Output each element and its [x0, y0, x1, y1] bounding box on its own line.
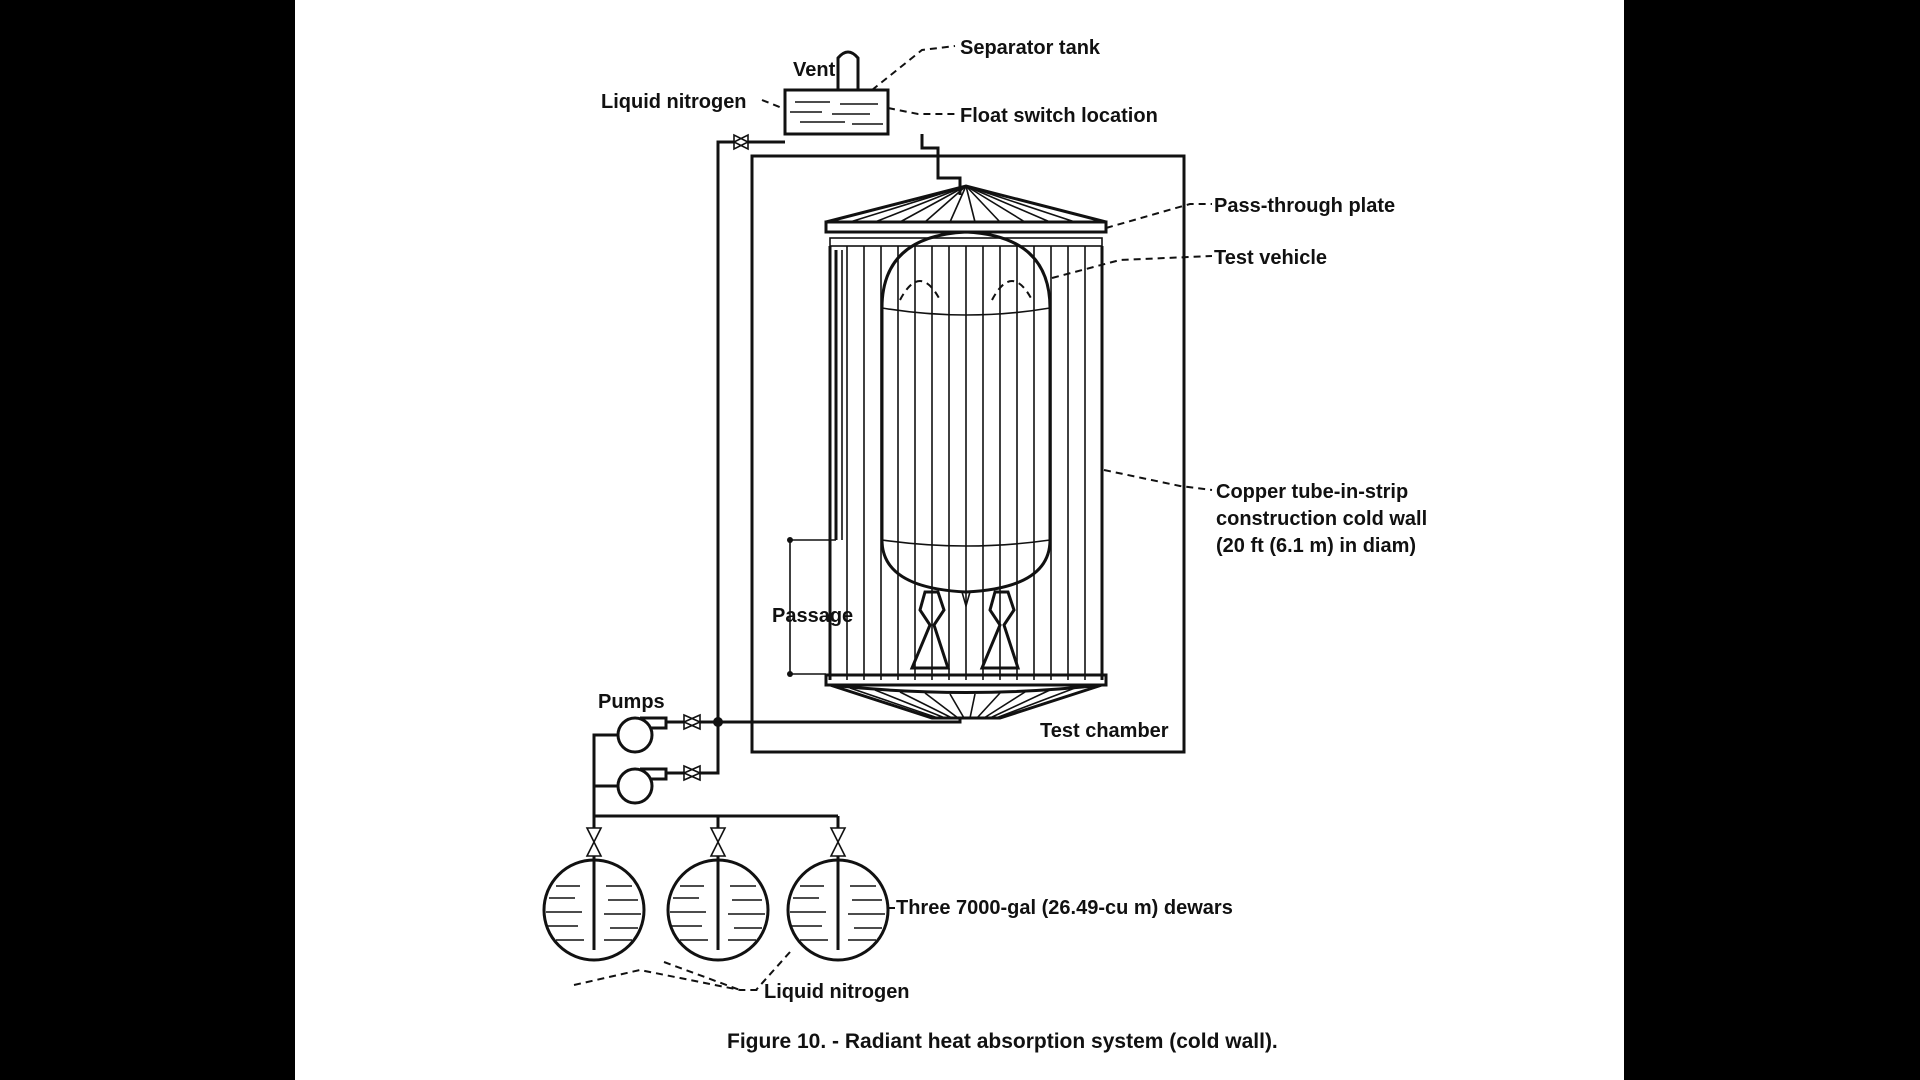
label-dewars: Three 7000-gal (26.49-cu m) dewars — [896, 897, 1233, 919]
dewar-3 — [786, 856, 890, 962]
label-vent: Vent — [793, 59, 836, 81]
label-cold-wall-3: (20 ft (6.1 m) in diam) — [1216, 535, 1416, 557]
dewar-1 — [542, 856, 646, 962]
label-passage: Passage — [772, 605, 853, 627]
dewar-2 — [666, 856, 770, 962]
label-test-chamber: Test chamber — [1040, 720, 1169, 742]
label-pass-through-plate: Pass-through plate — [1214, 195, 1395, 217]
label-test-vehicle: Test vehicle — [1214, 247, 1327, 269]
vent-pipe — [836, 50, 860, 90]
figure-caption: Figure 10. - Radiant heat absorption sys… — [727, 1030, 1278, 1053]
label-liquid-nitrogen-bottom: Liquid nitrogen — [764, 981, 910, 1003]
tank-to-plate-pipe — [920, 134, 962, 195]
test-vehicle — [880, 230, 1052, 670]
pumps — [592, 713, 720, 820]
separator-tank — [783, 50, 890, 136]
label-cold-wall-1: Copper tube-in-strip — [1216, 481, 1408, 503]
label-separator-tank: Separator tank — [960, 37, 1101, 59]
label-pumps: Pumps — [598, 691, 665, 713]
leader-lines — [573, 45, 1213, 991]
main-riser-pipe — [716, 140, 734, 722]
label-float-switch: Float switch location — [960, 105, 1158, 127]
test-chamber — [750, 154, 1186, 754]
label-liquid-nitrogen-top: Liquid nitrogen — [601, 91, 747, 113]
tank-inlet-valve — [732, 133, 750, 151]
cold-wall — [824, 184, 1108, 720]
label-cold-wall-2: construction cold wall — [1216, 508, 1427, 530]
passage-loop — [789, 539, 836, 675]
